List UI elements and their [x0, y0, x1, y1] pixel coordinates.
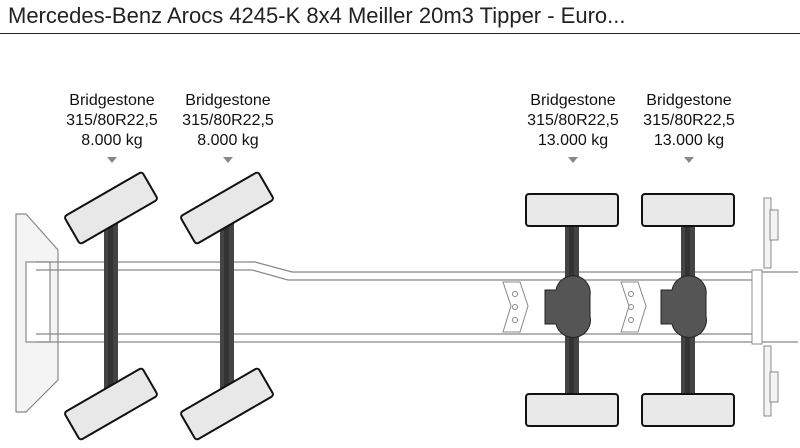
rear-crossmember-1 — [502, 281, 529, 333]
page-title: Mercedes-Benz Arocs 4245-K 8x4 Meiller 2… — [8, 3, 626, 28]
bolt — [512, 291, 518, 297]
axle-4-differential — [660, 275, 707, 338]
title-divider — [0, 33, 800, 34]
axle-1-label: Bridgestone 315/80R22,5 8.000 kg — [52, 91, 172, 163]
axle-4-left-tire — [641, 193, 735, 227]
axle-4 — [641, 193, 735, 427]
axle-2-tire-size: 315/80R22,5 — [182, 112, 274, 129]
axle-2-label: Bridgestone 315/80R22,5 8.000 kg — [168, 91, 288, 163]
rear-light-bottom — [769, 371, 779, 403]
bolt — [628, 304, 634, 310]
axle-2-left-tire — [180, 171, 274, 245]
axle-3-label: Bridgestone 315/80R22,5 13.000 kg — [513, 91, 633, 163]
axle-3 — [525, 193, 619, 427]
front-crossmember — [25, 261, 51, 343]
axle-2-beam-core — [224, 218, 229, 394]
bolt — [512, 317, 518, 323]
axle-1-load: 8.000 kg — [81, 132, 143, 149]
axle-4-brand: Bridgestone — [646, 92, 732, 109]
axle-2-arrow-icon — [223, 157, 233, 163]
axle-3-brand: Bridgestone — [530, 92, 616, 109]
bolt — [512, 304, 518, 310]
axle-3-right-tire — [525, 393, 619, 427]
axle-4-label: Bridgestone 315/80R22,5 13.000 kg — [629, 91, 749, 163]
axle-4-right-tire — [641, 393, 735, 427]
axle-3-tire-size: 315/80R22,5 — [527, 112, 619, 129]
axle-2-load: 8.000 kg — [197, 132, 259, 149]
rear-light-top — [769, 209, 779, 241]
axle-4-load: 13.000 kg — [653, 132, 725, 149]
axle-1-tire-size: 315/80R22,5 — [66, 112, 158, 129]
bolt — [628, 317, 634, 323]
axle-3-left-tire — [525, 193, 619, 227]
rear-end-plate — [751, 269, 763, 345]
axle-3-arrow-icon — [568, 157, 578, 163]
axle-4-tire-size: 315/80R22,5 — [643, 112, 735, 129]
axle-2-right-tire — [180, 367, 274, 441]
axle-3-differential — [544, 275, 591, 338]
axle-1 — [64, 171, 158, 441]
axle-1-arrow-icon — [107, 157, 117, 163]
frame-rail-top-outer — [36, 261, 760, 273]
axle-2-brand: Bridgestone — [185, 92, 271, 109]
axle-1-right-tire — [64, 367, 158, 441]
axle-4-arrow-icon — [684, 157, 694, 163]
axle-1-beam-core — [108, 218, 113, 394]
frame-rail-top-inner — [36, 269, 760, 281]
axle-3-load: 13.000 kg — [537, 132, 609, 149]
axle-2 — [180, 171, 274, 441]
bolt — [628, 291, 634, 297]
axle-1-brand: Bridgestone — [69, 92, 155, 109]
axle-1-left-tire — [64, 171, 158, 245]
